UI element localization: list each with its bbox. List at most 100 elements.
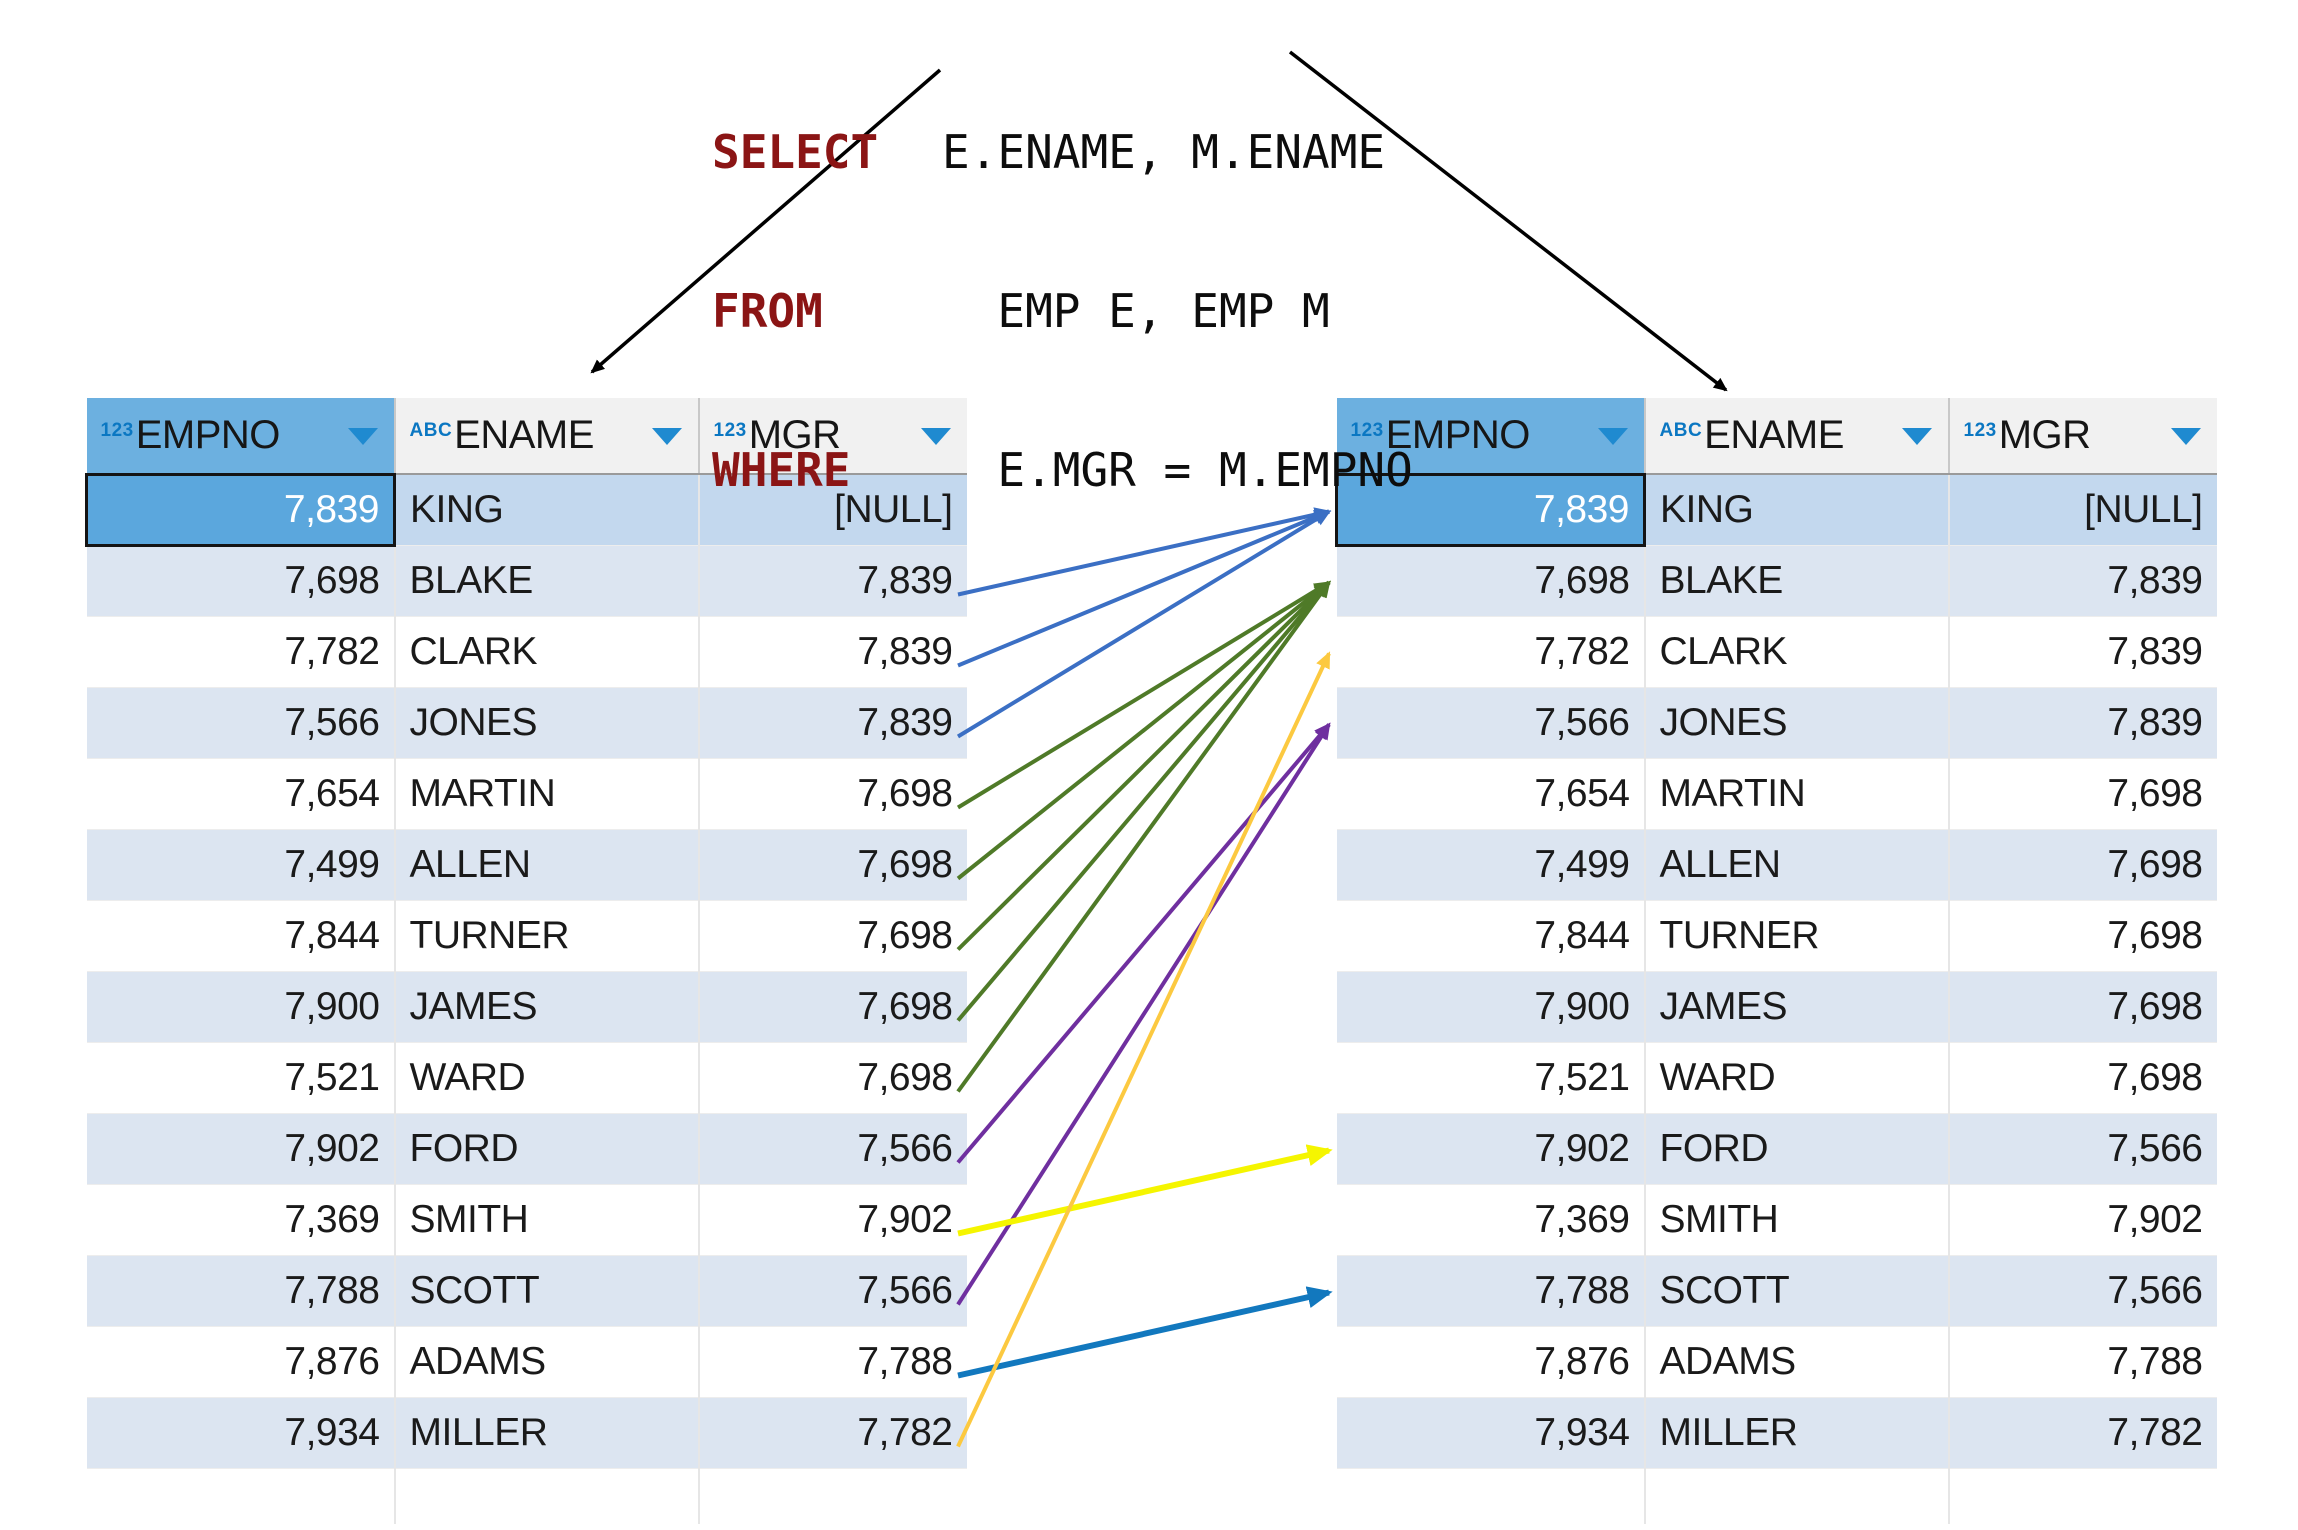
cell-ename[interactable]: KING: [394, 474, 700, 546]
chevron-down-icon[interactable]: [1901, 428, 1932, 445]
cell-mgr[interactable]: 7,788: [1948, 1326, 2217, 1398]
chevron-down-icon[interactable]: [920, 428, 951, 445]
cell-mgr[interactable]: 7,566: [698, 1113, 967, 1185]
cell-mgr[interactable]: 7,698: [698, 1042, 967, 1114]
cell-ename[interactable]: WARD: [1644, 1042, 1950, 1114]
column-header-ename[interactable]: ABC ENAME: [1644, 398, 1950, 475]
cell-empno[interactable]: 7,369: [86, 1184, 396, 1256]
cell-ename[interactable]: JONES: [1644, 687, 1950, 759]
result-grid-emp-e[interactable]: 123 EMPNO ABC ENAME 12: [85, 398, 967, 1524]
cell-mgr[interactable]: 7,782: [698, 1397, 967, 1469]
cell-empno[interactable]: 7,499: [86, 829, 396, 901]
cell-ename[interactable]: CLARK: [394, 616, 700, 688]
cell-ename[interactable]: ALLEN: [1644, 829, 1950, 901]
cell-mgr[interactable]: 7,698: [698, 758, 967, 830]
cell-mgr[interactable]: 7,698: [698, 971, 967, 1043]
cell-mgr[interactable]: 7,698: [1948, 1042, 2217, 1114]
cell-mgr[interactable]: 7,566: [1948, 1255, 2217, 1327]
cell-mgr[interactable]: 7,788: [698, 1326, 967, 1398]
cell-mgr[interactable]: 7,839: [698, 545, 967, 617]
column-header-ename[interactable]: ABC ENAME: [394, 398, 700, 475]
cell-empno[interactable]: 7,902: [1336, 1113, 1646, 1185]
cell-mgr[interactable]: 7,839: [698, 687, 967, 759]
cell-ename[interactable]: ADAMS: [394, 1326, 700, 1398]
cell-ename[interactable]: CLARK: [1644, 616, 1950, 688]
cell-empno[interactable]: 7,900: [86, 971, 396, 1043]
cell-ename[interactable]: JAMES: [394, 971, 700, 1043]
cell-mgr[interactable]: 7,698: [698, 900, 967, 972]
cell-empno[interactable]: 7,839: [85, 472, 396, 547]
cell-empno[interactable]: 7,654: [86, 758, 396, 830]
cell-empno[interactable]: 7,521: [86, 1042, 396, 1114]
cell-mgr[interactable]: 7,839: [698, 616, 967, 688]
cell-empno[interactable]: 7,698: [86, 545, 396, 617]
cell-empno[interactable]: 7,782: [1336, 616, 1646, 688]
cell-ename[interactable]: TURNER: [1644, 900, 1950, 972]
cell-ename[interactable]: BLAKE: [1644, 545, 1950, 617]
result-grid-emp-m[interactable]: 123 EMPNO ABC ENAME 12: [1335, 398, 2217, 1524]
cell-mgr[interactable]: 7,902: [1948, 1184, 2217, 1256]
cell-empno[interactable]: 7,876: [1336, 1326, 1646, 1398]
cell-empno[interactable]: 7,566: [1336, 687, 1646, 759]
cell-empno[interactable]: 7,698: [1336, 545, 1646, 617]
column-header-mgr[interactable]: 123 MGR: [1948, 398, 2217, 475]
cell-ename[interactable]: MARTIN: [394, 758, 700, 830]
cell-mgr[interactable]: 7,782: [1948, 1397, 2217, 1469]
cell-ename[interactable]: SCOTT: [1644, 1255, 1950, 1327]
cell-empno[interactable]: 7,839: [1335, 472, 1646, 547]
cell-ename[interactable]: ALLEN: [394, 829, 700, 901]
cell-empno[interactable]: 7,876: [86, 1326, 396, 1398]
column-header-empno[interactable]: 123 EMPNO: [86, 398, 396, 475]
cell-empno[interactable]: 7,934: [86, 1397, 396, 1469]
chevron-down-icon[interactable]: [1597, 428, 1628, 445]
cell-empno[interactable]: 7,499: [1336, 829, 1646, 901]
cell-empno[interactable]: 7,900: [1336, 971, 1646, 1043]
cell-empno[interactable]: 7,934: [1336, 1397, 1646, 1469]
column-header-empno[interactable]: 123 EMPNO: [1336, 398, 1646, 475]
cell-empno[interactable]: 7,902: [86, 1113, 396, 1185]
cell-mgr[interactable]: 7,698: [1948, 758, 2217, 830]
cell-empno[interactable]: 7,788: [86, 1255, 396, 1327]
cell-ename[interactable]: SMITH: [394, 1184, 700, 1256]
cell-empno[interactable]: 7,521: [1336, 1042, 1646, 1114]
cell-mgr[interactable]: 7,698: [1948, 829, 2217, 901]
cell-ename[interactable]: KING: [1644, 474, 1950, 546]
cell-ename[interactable]: MARTIN: [1644, 758, 1950, 830]
cell-ename[interactable]: FORD: [394, 1113, 700, 1185]
column-header-mgr[interactable]: 123 MGR: [698, 398, 967, 475]
cell-ename[interactable]: JONES: [394, 687, 700, 759]
cell-ename[interactable]: JAMES: [1644, 971, 1950, 1043]
cell-mgr[interactable]: 7,902: [698, 1184, 967, 1256]
cell-mgr[interactable]: 7,698: [698, 829, 967, 901]
cell-empno[interactable]: 7,782: [86, 616, 396, 688]
cell-empno[interactable]: 7,566: [86, 687, 396, 759]
cell-ename[interactable]: MILLER: [394, 1397, 700, 1469]
cell-ename[interactable]: SMITH: [1644, 1184, 1950, 1256]
cell-mgr[interactable]: 7,566: [1948, 1113, 2217, 1185]
